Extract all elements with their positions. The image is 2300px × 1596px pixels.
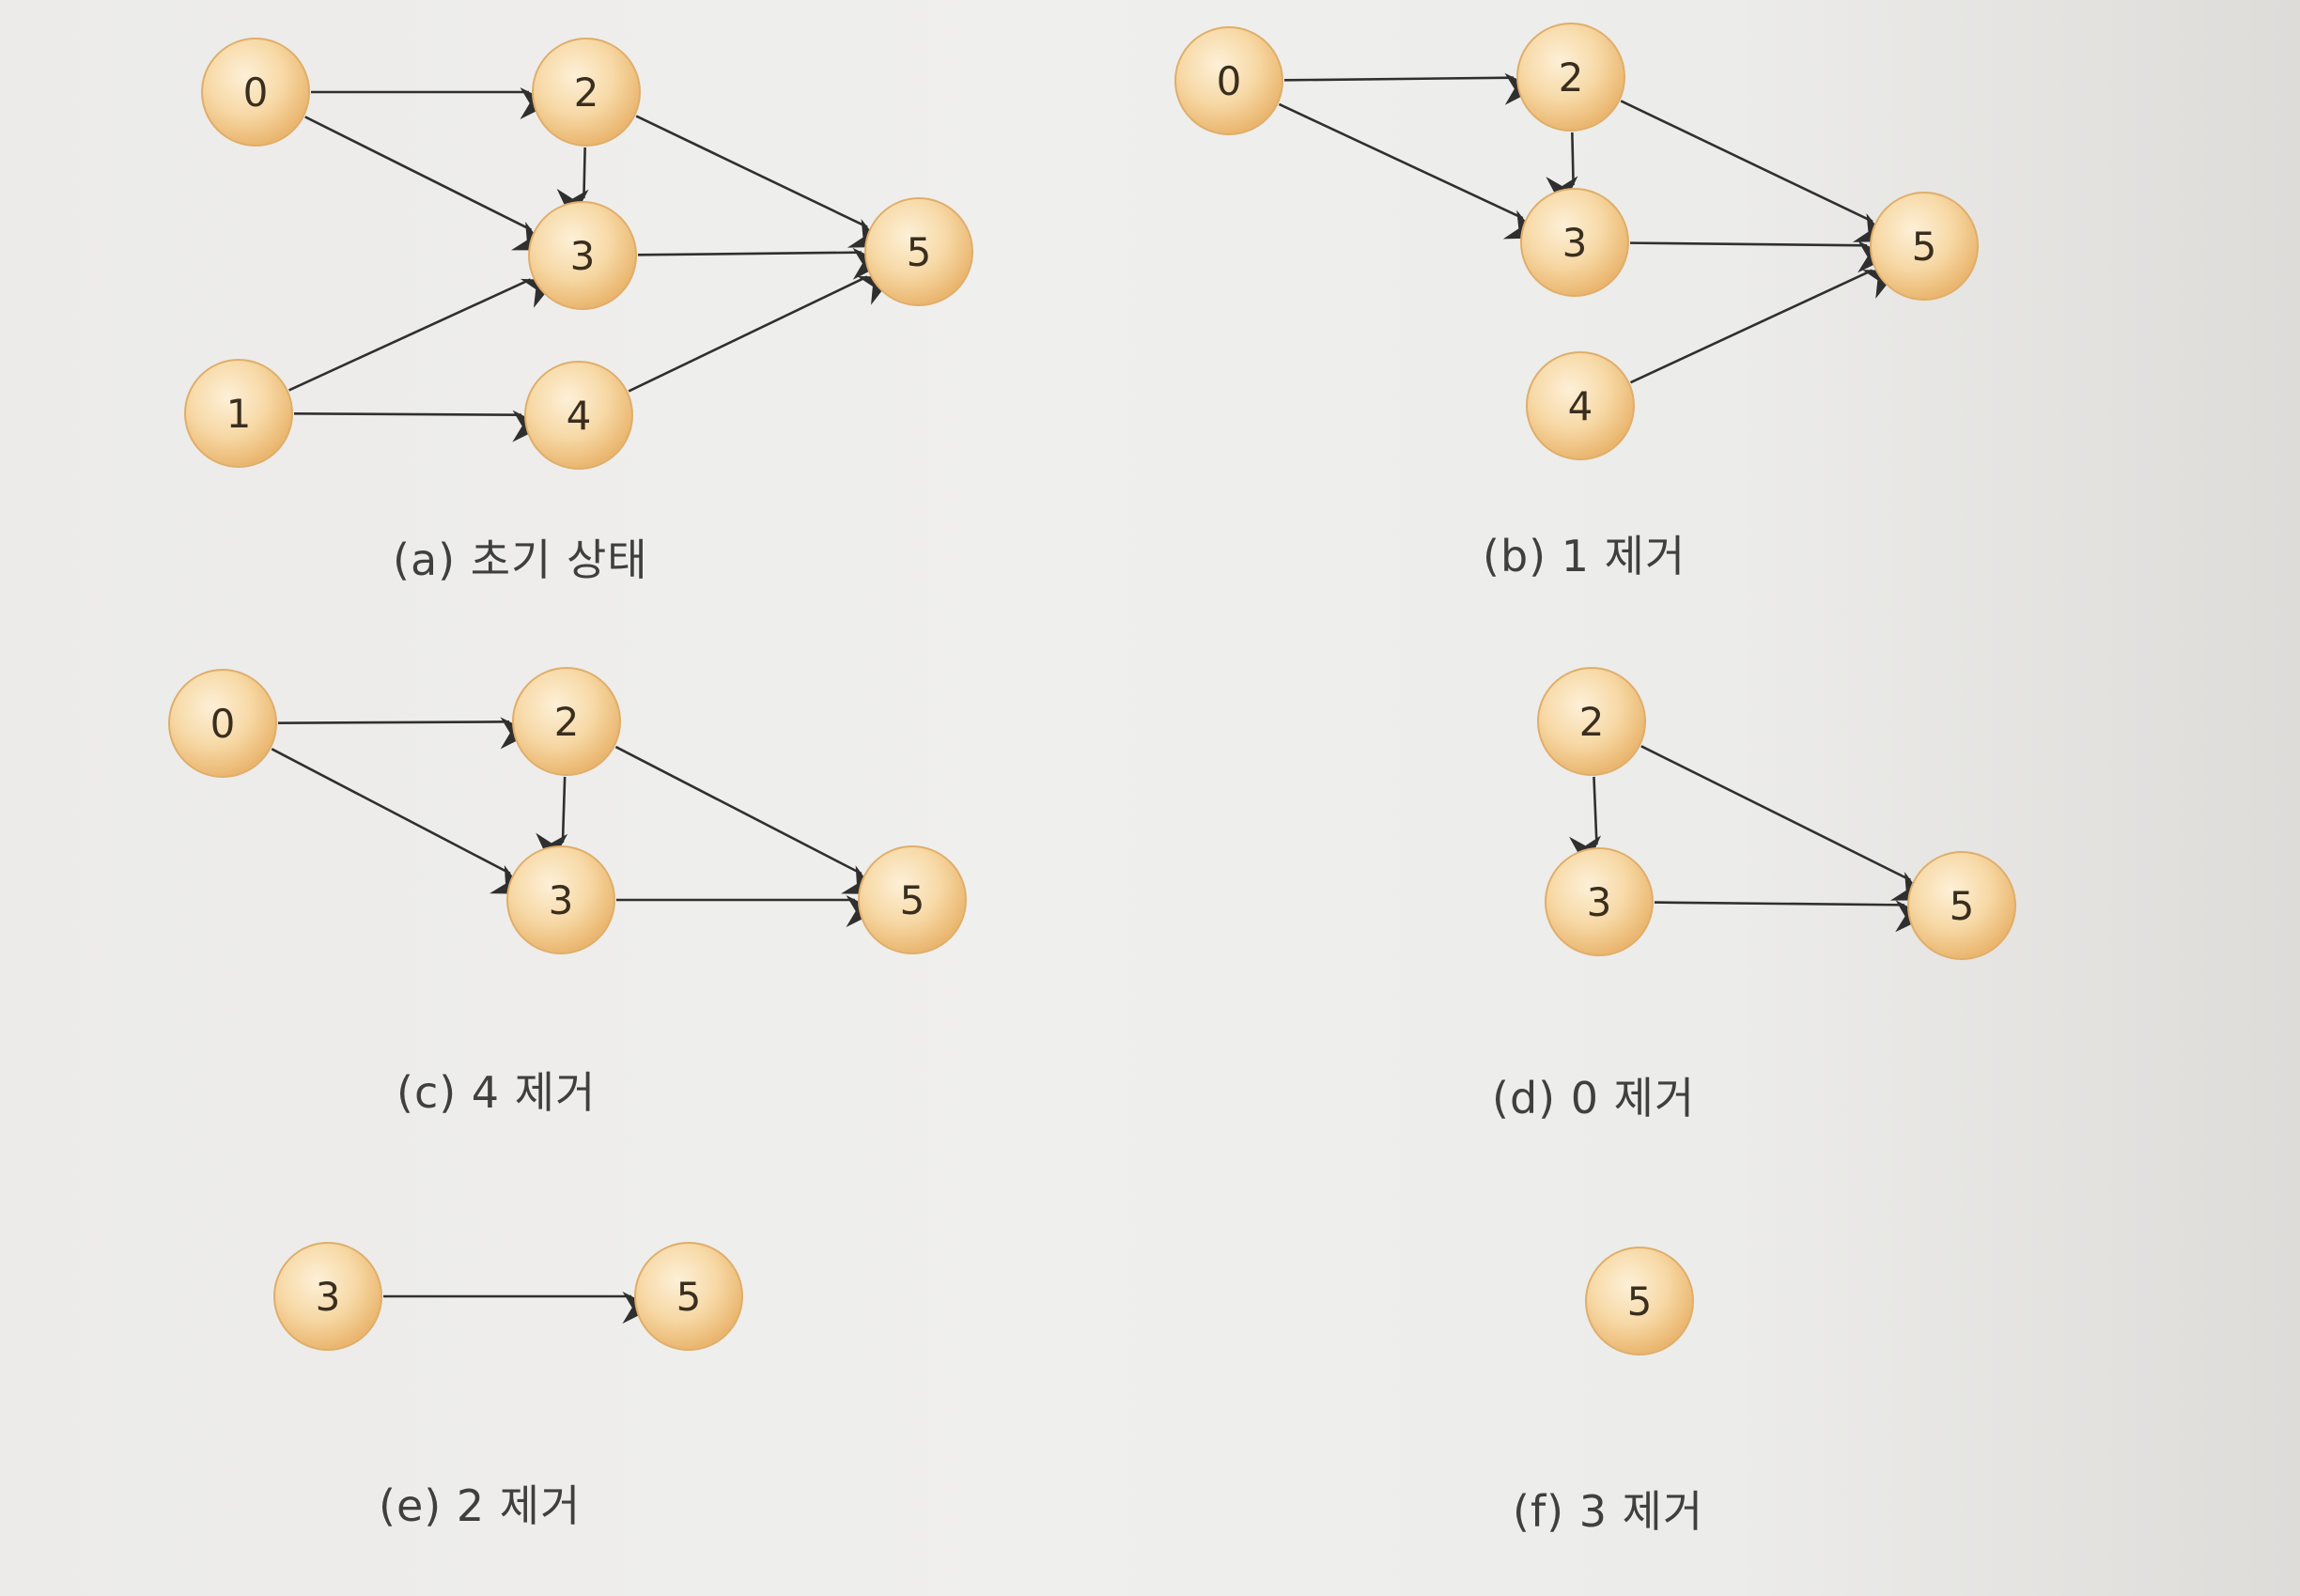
node-circle <box>1545 847 1654 956</box>
node-a-0: 0 <box>201 38 310 147</box>
nodes-layer: 0 2 3 5 1 4 0 2 3 5 4 0 2 3 5 2 3 5 3 5 5 <box>168 23 2016 1356</box>
node-circle <box>634 1242 743 1351</box>
node-label: 0 <box>210 701 236 747</box>
node-circle <box>168 669 277 778</box>
node-circle <box>1537 667 1646 776</box>
node-c-3: 3 <box>506 845 615 954</box>
node-circle <box>506 845 615 954</box>
node-b-0: 0 <box>1174 26 1283 135</box>
edge-a-1-to-4 <box>293 410 545 442</box>
edge-b-0-to-3 <box>1278 102 1539 240</box>
node-circle <box>532 38 641 147</box>
node-label: 1 <box>226 391 252 437</box>
node-label: 5 <box>676 1274 702 1320</box>
edge-a-1-to-3 <box>288 278 556 392</box>
edges-layer <box>271 72 1928 1325</box>
node-e-5: 5 <box>634 1242 743 1351</box>
node-a-5: 5 <box>864 197 973 306</box>
node-label: 2 <box>1579 699 1605 745</box>
node-label: 0 <box>243 70 269 116</box>
node-c-5: 5 <box>858 845 967 954</box>
node-label: 2 <box>1559 54 1584 101</box>
caption-e: (e) 2 제거 <box>379 1480 582 1531</box>
edge-b-2-to-5 <box>1620 100 1888 242</box>
edge-a-2-to-5 <box>635 115 883 248</box>
caption-a: (a) 초기 상태 <box>393 535 648 585</box>
node-circle <box>273 1242 382 1351</box>
edge-a-4-to-5 <box>628 275 894 393</box>
node-f-5: 5 <box>1585 1247 1694 1356</box>
node-circle <box>1516 23 1625 132</box>
node-label: 3 <box>1587 879 1612 925</box>
node-c-0: 0 <box>168 669 277 778</box>
node-circle <box>528 201 637 310</box>
node-label: 0 <box>1217 58 1242 104</box>
node-b-4: 4 <box>1526 351 1635 460</box>
node-label: 5 <box>1950 883 1975 929</box>
node-d-3: 3 <box>1545 847 1654 956</box>
node-circle <box>858 845 967 954</box>
node-a-4: 4 <box>524 361 633 470</box>
node-label: 3 <box>1562 220 1588 266</box>
edge-b-3-to-5 <box>1629 240 1890 273</box>
edge-d-2-to-3 <box>1569 776 1602 869</box>
node-d-2: 2 <box>1537 667 1646 776</box>
edge-b-4-to-5 <box>1629 269 1898 384</box>
node-circle <box>184 359 293 468</box>
node-circle <box>1174 26 1283 135</box>
node-label: 3 <box>570 233 596 279</box>
node-label: 2 <box>554 699 580 745</box>
caption-d: (d) 0 제거 <box>1492 1073 1696 1123</box>
caption-b: (b) 1 제거 <box>1483 531 1686 581</box>
edge-c-2-to-5 <box>614 745 878 894</box>
edge-c-2-to-3 <box>536 776 568 866</box>
node-label: 5 <box>1627 1278 1653 1325</box>
node-a-2: 2 <box>532 38 641 147</box>
node-label: 3 <box>549 877 574 923</box>
caption-f: (f) 3 제거 <box>1513 1486 1704 1537</box>
node-circle <box>1870 192 1979 301</box>
node-circle <box>512 667 621 776</box>
node-label: 5 <box>900 877 925 923</box>
node-circle <box>1907 851 2016 960</box>
caption-c: (c) 4 제거 <box>396 1067 597 1118</box>
node-e-3: 3 <box>273 1242 382 1351</box>
node-d-5: 5 <box>1907 851 2016 960</box>
node-a-1: 1 <box>184 359 293 468</box>
edge-d-3-to-5 <box>1654 900 1928 933</box>
node-b-2: 2 <box>1516 23 1625 132</box>
edge-c-0-to-2 <box>277 717 533 750</box>
node-circle <box>1520 188 1629 297</box>
node-label: 4 <box>567 393 592 439</box>
node-circle <box>864 197 973 306</box>
node-b-5: 5 <box>1870 192 1979 301</box>
node-label: 2 <box>574 70 599 116</box>
edge-a-3-to-5 <box>637 247 885 280</box>
edge-d-2-to-5 <box>1640 745 1926 901</box>
edge-b-2-to-3 <box>1546 132 1578 209</box>
edge-a-2-to-3 <box>556 147 589 222</box>
node-label: 4 <box>1568 383 1593 429</box>
node-circle <box>524 361 633 470</box>
edge-b-0-to-2 <box>1283 72 1537 105</box>
node-c-2: 2 <box>512 667 621 776</box>
node-circle <box>201 38 310 147</box>
node-a-3: 3 <box>528 201 637 310</box>
node-label: 3 <box>316 1274 341 1320</box>
edge-c-0-to-3 <box>271 748 526 894</box>
node-b-3: 3 <box>1520 188 1629 297</box>
edge-a-0-to-3 <box>304 116 547 251</box>
node-label: 5 <box>1912 224 1937 270</box>
node-circle <box>1585 1247 1694 1356</box>
node-label: 5 <box>907 229 932 275</box>
node-circle <box>1526 351 1635 460</box>
